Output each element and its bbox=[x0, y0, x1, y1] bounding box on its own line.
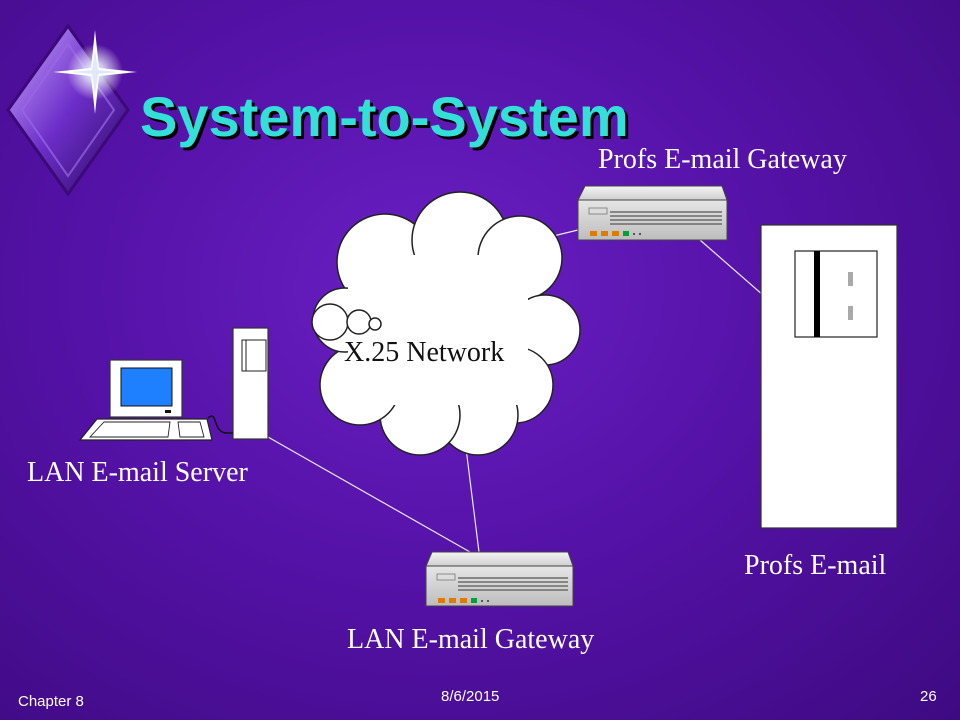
link-profs-gateway-to-profs-email bbox=[699, 239, 764, 296]
x25-network-cloud bbox=[311, 191, 581, 456]
link-cloud-to-lan-gateway bbox=[464, 439, 480, 553]
profs-gateway-label: Profs E-mail Gateway bbox=[598, 144, 847, 175]
lan-server-label: LAN E-mail Server bbox=[27, 457, 248, 488]
footer-page-number: 26 bbox=[920, 688, 937, 705]
lan-gateway-label: LAN E-mail Gateway bbox=[347, 624, 595, 655]
x25-network-label: X.25 Network bbox=[344, 337, 505, 368]
diamond-star-icon bbox=[6, 23, 137, 197]
lan-gateway-device bbox=[425, 551, 574, 607]
link-server-to-lan-gateway bbox=[267, 436, 471, 553]
profs-email-label: Profs E-mail bbox=[744, 550, 887, 581]
slide-title: System-to-System bbox=[140, 85, 629, 148]
footer-date: 8/6/2015 bbox=[441, 688, 500, 705]
profs-mainframe bbox=[760, 224, 898, 529]
lan-server-computer bbox=[78, 327, 269, 441]
profs-gateway-device bbox=[577, 185, 728, 241]
footer-chapter: Chapter 8 bbox=[18, 693, 84, 710]
